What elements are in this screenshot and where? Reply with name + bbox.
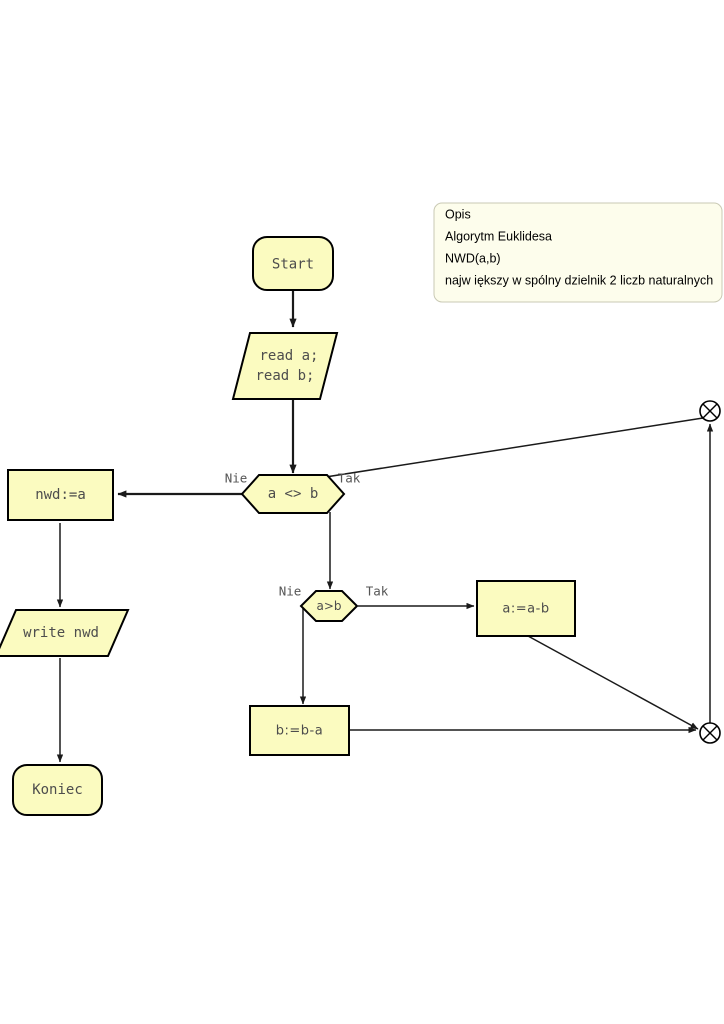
node-assign-a-label: a:=a-b <box>502 602 549 617</box>
node-decision-agtb-label: a>b <box>316 599 341 613</box>
edge-label-ab-tak: Tak <box>338 471 361 486</box>
connector-top-cross-b <box>702 403 718 419</box>
node-assign-a[interactable]: a:=a-b <box>476 580 576 637</box>
node-read-label-line2: read b; <box>255 368 314 384</box>
node-write-nwd[interactable]: write nwd <box>0 609 130 657</box>
edge-label-agtb-tak: Tak <box>366 584 389 599</box>
node-end-label: Koniec <box>32 782 83 798</box>
node-assign-b[interactable]: b:=b-a <box>249 705 350 756</box>
node-end-shape <box>12 764 103 816</box>
node-assign-a-shape <box>476 580 576 637</box>
node-start-shape <box>252 236 334 291</box>
node-read-shape <box>231 332 339 400</box>
node-assign-nwd-shape <box>7 469 114 521</box>
edge-label-agtb-nie: Nie <box>279 584 302 599</box>
node-end[interactable]: Koniec <box>12 764 103 816</box>
node-assign-b-label: b:=b-a <box>276 724 323 739</box>
node-assign-nwd-label: nwd:=a <box>35 487 86 503</box>
edge-assign-a-to-connector-bottom <box>527 635 699 730</box>
node-decision-agtb-shape <box>299 590 359 622</box>
description-line-3: NWD(a,b) <box>445 251 501 265</box>
connector-bottom[interactable] <box>699 722 721 744</box>
description-box: Opis Algorytm Euklidesa NWD(a,b) najw ię… <box>433 202 723 303</box>
edge-label-ab-nie: Nie <box>225 471 248 486</box>
node-start-label: Start <box>272 257 314 273</box>
connector-top[interactable] <box>699 400 721 422</box>
node-decision-ab[interactable]: a <> b <box>240 474 346 514</box>
node-read-label-line1: read a; <box>259 348 318 364</box>
node-decision-ab-shape <box>240 474 346 514</box>
edge-connector-top-to-decision-ab <box>299 417 704 483</box>
description-line-1: Opis <box>445 207 471 221</box>
connector-bottom-cross-b <box>702 725 718 741</box>
node-read[interactable]: read a; read b; <box>231 332 339 400</box>
description-line-4: najw iększy w spólny dzielnik 2 liczb na… <box>445 273 713 287</box>
node-decision-agtb[interactable]: a>b <box>299 590 359 622</box>
description-box-shape <box>433 202 723 303</box>
node-start[interactable]: Start <box>252 236 334 291</box>
node-write-nwd-shape <box>0 609 130 657</box>
node-write-nwd-label: write nwd <box>23 625 99 641</box>
description-line-2: Algorytm Euklidesa <box>445 229 552 243</box>
node-decision-ab-label: a <> b <box>268 486 319 502</box>
node-assign-nwd[interactable]: nwd:=a <box>7 469 114 521</box>
node-assign-b-shape <box>249 705 350 756</box>
